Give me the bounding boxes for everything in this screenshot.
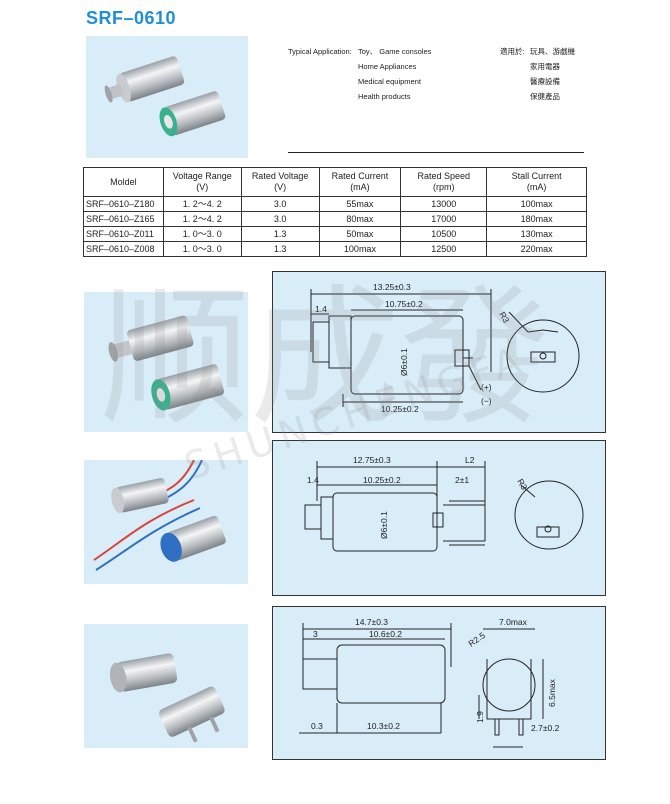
table-row: SRF–0610–Z165 1. 2～4. 2 3.0 80max 17000 …: [83, 211, 587, 227]
header-rated-current: Rated Current(mA): [318, 167, 402, 197]
table-row: SRF–0610–Z011 1. 0～3. 0 1.3 50max 10500 …: [83, 226, 587, 242]
motor-photo-illustration: [109, 653, 225, 743]
cell-rated-current: 80max: [318, 211, 402, 227]
cell-rated-current: 100max: [318, 241, 402, 257]
application-item-cn: 玩具、游戲機: [530, 47, 575, 56]
cell-voltage-range: 1. 2～4. 2: [162, 196, 242, 212]
dim-shaft-length: 1.4: [307, 475, 319, 485]
cell-rated-current: 50max: [318, 226, 402, 242]
dim-width: 7.0max: [499, 617, 528, 627]
cell-voltage-range: 1. 2～4. 2: [162, 211, 242, 227]
cell-stall-current: 220max: [486, 241, 587, 257]
cell-stall-current: 100max: [486, 196, 587, 212]
cell-rated-voltage: 3.0: [240, 196, 320, 212]
dim-body-length: 10.75±0.2: [385, 299, 423, 309]
terminal-plus: (+): [481, 382, 492, 392]
table-header-row: Moldel Voltage Range(V) Rated Voltage(V)…: [83, 167, 587, 197]
cell-model: SRF–0610–Z165: [83, 211, 164, 227]
drawing-1-svg: 13.25±0.3 10.75±0.2 1.4 10.25±0.2 Ø6±0.1…: [310, 282, 580, 414]
application-item: Medical equipment: [358, 77, 421, 86]
dim-height: 6.5max: [547, 678, 557, 707]
product-photo-top: [86, 36, 248, 158]
cell-rated-voltage: 1.3: [240, 226, 320, 242]
terminal-minus: (−): [481, 396, 492, 406]
dim-overall-length: 14.7±0.3: [355, 617, 388, 627]
dim-radius: R3: [515, 477, 529, 492]
drawing-2-svg: 12.75±0.3 L2 1.4 10.25±0.2 2±1 Ø6±0.1 R3: [304, 455, 584, 552]
header-stall-current: Stall Current(mA): [486, 167, 587, 197]
applications-label: Typical Application:: [288, 47, 352, 56]
dim-gap: 0.3: [311, 721, 323, 731]
dim-radius: R3: [497, 310, 511, 325]
dim-lead-length: L2: [465, 455, 475, 465]
cell-voltage-range: 1. 0～3. 0: [162, 241, 242, 257]
separator-line: [288, 152, 584, 153]
product-photo-1: [84, 292, 248, 432]
dim-diameter: Ø6±0.1: [379, 511, 389, 539]
dim-bottom-length: 10.25±0.2: [381, 404, 419, 414]
cell-model: SRF–0610–Z011: [83, 226, 164, 242]
application-item: Health products: [358, 92, 411, 101]
dim-pin-length: 2±1: [455, 475, 469, 485]
application-item: Home Appliances: [358, 62, 417, 71]
dim-diameter: Ø6±0.1: [399, 348, 409, 376]
cell-model: SRF–0610–Z008: [83, 241, 164, 257]
product-title: SRF–0610: [86, 8, 177, 28]
dim-overall-length: 13.25±0.3: [373, 282, 411, 292]
spec-table: Moldel Voltage Range(V) Rated Voltage(V)…: [83, 167, 587, 257]
cell-rated-speed: 12500: [400, 241, 488, 257]
dimension-drawing-2: 12.75±0.3 L2 1.4 10.25±0.2 2±1 Ø6±0.1 R3: [272, 440, 606, 596]
cell-rated-current: 55max: [318, 196, 402, 212]
cell-voltage-range: 1. 0～3. 0: [162, 226, 242, 242]
motor-photo-illustration: [108, 315, 225, 411]
dimension-drawing-1: 13.25±0.3 10.75±0.2 1.4 10.25±0.2 Ø6±0.1…: [272, 271, 606, 433]
cell-rated-voltage: 1.3: [240, 241, 320, 257]
dim-overall-length: 12.75±0.3: [353, 455, 391, 465]
dimension-drawing-3: 14.7±0.3 10.6±0.2 3 7.0max R2.5 6.5max 1…: [272, 606, 606, 760]
dim-body-length: 10.6±0.2: [369, 629, 402, 639]
cell-rated-speed: 10500: [400, 226, 488, 242]
dim-shaft-length: 3: [313, 629, 318, 639]
cell-model: SRF–0610–Z180: [83, 196, 164, 212]
cell-stall-current: 130max: [486, 226, 587, 242]
dim-bottom-length: 10.3±0.2: [367, 721, 400, 731]
product-photo-2: [84, 460, 248, 584]
drawing-3-svg: 14.7±0.3 10.6±0.2 3 7.0max R2.5 6.5max 1…: [299, 617, 560, 748]
application-item-cn: 醫療設備: [530, 77, 560, 86]
dim-side: 1.9: [475, 711, 485, 723]
application-item: Toy、 Game consoles: [358, 47, 432, 56]
motor-photo-illustration: [93, 460, 226, 571]
table-row: SRF–0610–Z180 1. 2～4. 2 3.0 55max 13000 …: [83, 196, 587, 212]
header-model: Moldel: [83, 167, 164, 197]
dim-shaft-length: 1.4: [315, 304, 327, 314]
dim-body-length: 10.25±0.2: [363, 475, 401, 485]
dim-pitch: 2.7±0.2: [531, 723, 560, 733]
cell-rated-voltage: 3.0: [240, 211, 320, 227]
header-rated-voltage: Rated Voltage(V): [240, 167, 320, 197]
product-photo-3: [84, 624, 248, 748]
dim-radius: R2.5: [466, 630, 487, 649]
header-rated-speed: Rated Speed(rpm): [400, 167, 488, 197]
cell-stall-current: 180max: [486, 211, 587, 227]
cell-rated-speed: 13000: [400, 196, 488, 212]
motor-photo-illustration: [104, 56, 226, 137]
cell-rated-speed: 17000: [400, 211, 488, 227]
application-item-cn: 保健產品: [530, 92, 560, 101]
table-row: SRF–0610–Z008 1. 0～3. 0 1.3 100max 12500…: [83, 241, 587, 257]
application-item-cn: 家用電器: [530, 62, 560, 71]
header-voltage-range: Voltage Range(V): [162, 167, 242, 197]
applications-label-cn: 適用於:: [500, 47, 525, 56]
